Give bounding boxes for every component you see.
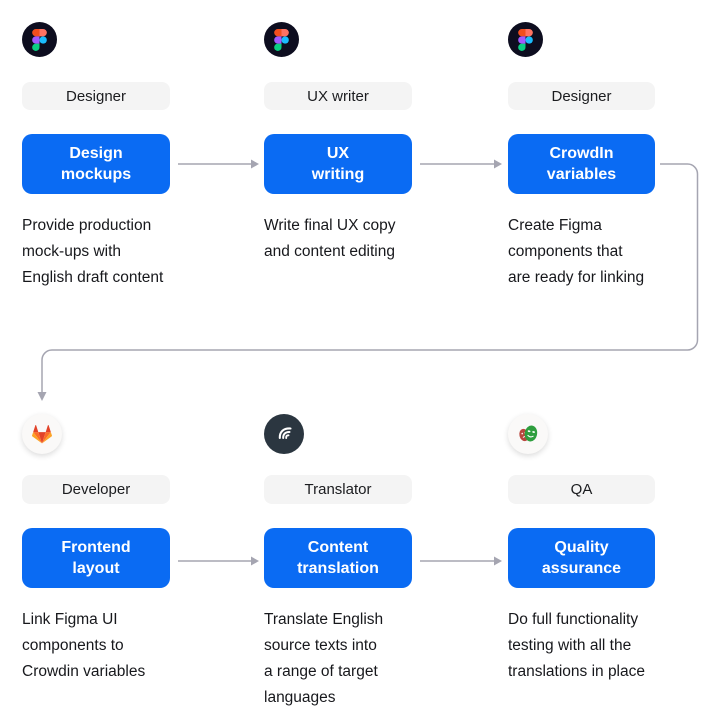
role-label: Designer [65, 87, 127, 105]
playwright-icon [508, 414, 548, 454]
role-label: Translator [304, 481, 372, 498]
step-ux-writing: UX writer UX writing Write final UX copy… [264, 22, 412, 265]
step-description: Do full functionality testing with all t… [508, 611, 645, 680]
role-badge: Designer [22, 82, 170, 110]
role-label: Designer [551, 87, 612, 105]
step-crowdin-variables: Designer CrowdIn variables Create Figma … [508, 22, 655, 291]
role-label: Developer [61, 481, 131, 498]
design-mockups-button[interactable]: Design mockups [22, 134, 170, 194]
quality-assurance-button[interactable]: Quality assurance [508, 528, 655, 588]
role-label: UX writer [307, 87, 369, 105]
arrowhead-icon [494, 159, 502, 169]
arrowhead-icon [494, 556, 502, 566]
arrowhead-icon [37, 392, 47, 401]
role-badge: QA [508, 475, 655, 504]
step-description: Create Figma components that are ready f… [508, 217, 645, 286]
step-design-mockups: Designer Design mockups Provide producti… [22, 22, 170, 291]
step-frontend-layout: Developer Frontend layout Link Figma UI … [22, 414, 170, 685]
step-description: Provide production mock-ups with English… [22, 217, 164, 286]
role-badge: Translator [264, 475, 412, 504]
role-badge: Designer [508, 82, 655, 110]
step-description: Link Figma UI components to Crowdin vari… [22, 611, 146, 680]
frontend-layout-button[interactable]: Frontend layout [22, 528, 170, 588]
role-badge: Developer [22, 475, 170, 504]
step-description: Translate English source texts into a ra… [264, 611, 384, 706]
figma-icon [508, 22, 543, 57]
crowdin-icon [264, 414, 304, 454]
figma-icon [22, 22, 57, 57]
step-content-translation: Translator Content translation Translate… [264, 414, 412, 711]
content-translation-button[interactable]: Content translation [264, 528, 412, 588]
ux-writing-button[interactable]: UX writing [264, 134, 412, 194]
step-quality-assurance: QA Quality assurance Do full functionali… [508, 414, 655, 685]
step-description: Write final UX copy and content editing [264, 217, 396, 260]
arrowhead-icon [251, 159, 259, 169]
arrowhead-icon [251, 556, 259, 566]
role-badge: UX writer [264, 82, 412, 110]
gitlab-icon [22, 414, 62, 454]
crowdin-variables-button[interactable]: CrowdIn variables [508, 134, 655, 194]
role-label: QA [570, 481, 593, 498]
figma-icon [264, 22, 299, 57]
